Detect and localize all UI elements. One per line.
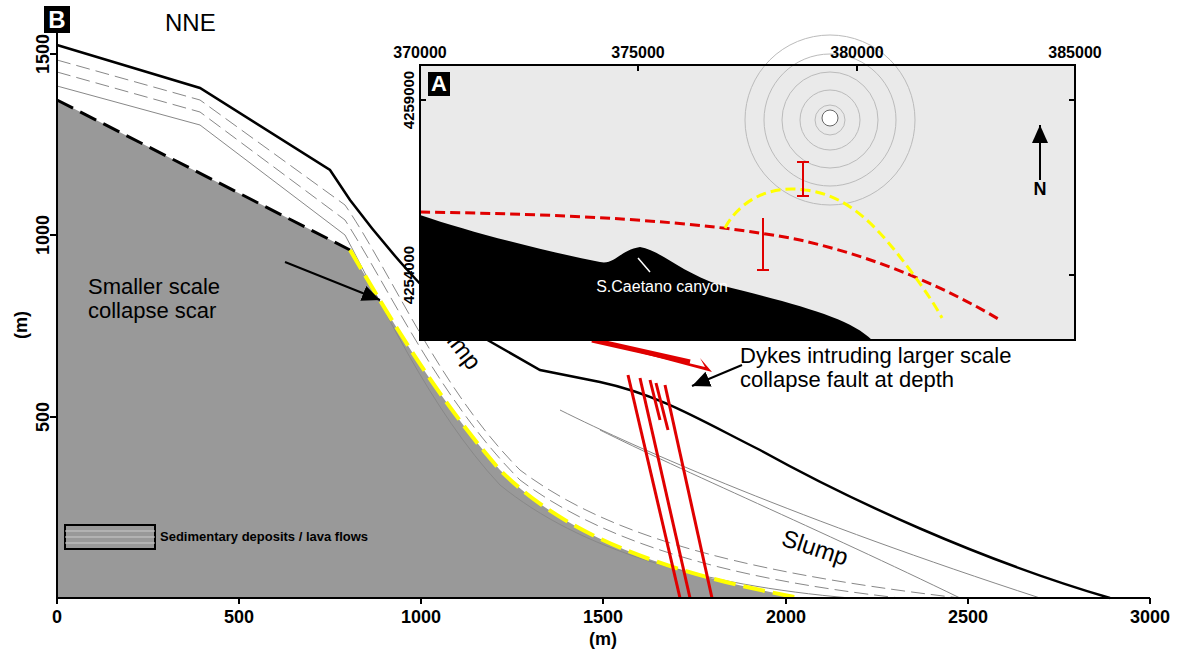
panel-letter: B: [48, 7, 65, 33]
axis-tick: 3000: [1130, 608, 1170, 628]
axis-tick: 2500: [948, 608, 988, 628]
axes: [50, 30, 1150, 604]
axis-tick: 1000: [34, 215, 54, 255]
axis-unit: (m): [589, 630, 617, 650]
seafloor-profile: [57, 45, 1110, 598]
place-label: S.Caetano canyon: [596, 278, 728, 296]
inset-map: [420, 35, 1075, 340]
unit-label: Slump: [779, 525, 852, 571]
axis-tick: 1000: [401, 608, 441, 628]
panel-label-box: [44, 6, 70, 33]
callout-label: Dykes intruding larger scale collapse fa…: [740, 344, 1060, 392]
map-tick: 370000: [393, 44, 446, 62]
axis-tick: 500: [34, 402, 54, 432]
axis-tick: 2000: [766, 608, 806, 628]
legend-sample: [65, 525, 155, 549]
axis-tick: 500: [224, 608, 254, 628]
dykes: [628, 375, 712, 598]
axis-tick: 1500: [34, 34, 54, 74]
leader-line: [285, 262, 380, 300]
slip-arrow: [592, 340, 712, 372]
map-tick: 375000: [611, 44, 664, 62]
map-tick: 4254000: [401, 246, 418, 304]
direction-label: NNE: [165, 10, 216, 36]
north-arrow-label: N: [1034, 180, 1047, 200]
map-tick: 380000: [830, 44, 883, 62]
map-tick: 4259000: [401, 71, 418, 129]
axis-tick: 0: [52, 608, 62, 628]
leader-line: [692, 365, 742, 386]
map-tick: 385000: [1048, 44, 1101, 62]
legend-text: Sedimentary deposits / lava flows: [160, 530, 368, 544]
basement-top: [57, 100, 350, 250]
callout-label: Smaller scale collapse scar: [88, 275, 288, 323]
axis-tick: 1500: [583, 608, 623, 628]
panel-letter: A: [431, 72, 447, 96]
axis-unit: (m): [12, 311, 32, 339]
